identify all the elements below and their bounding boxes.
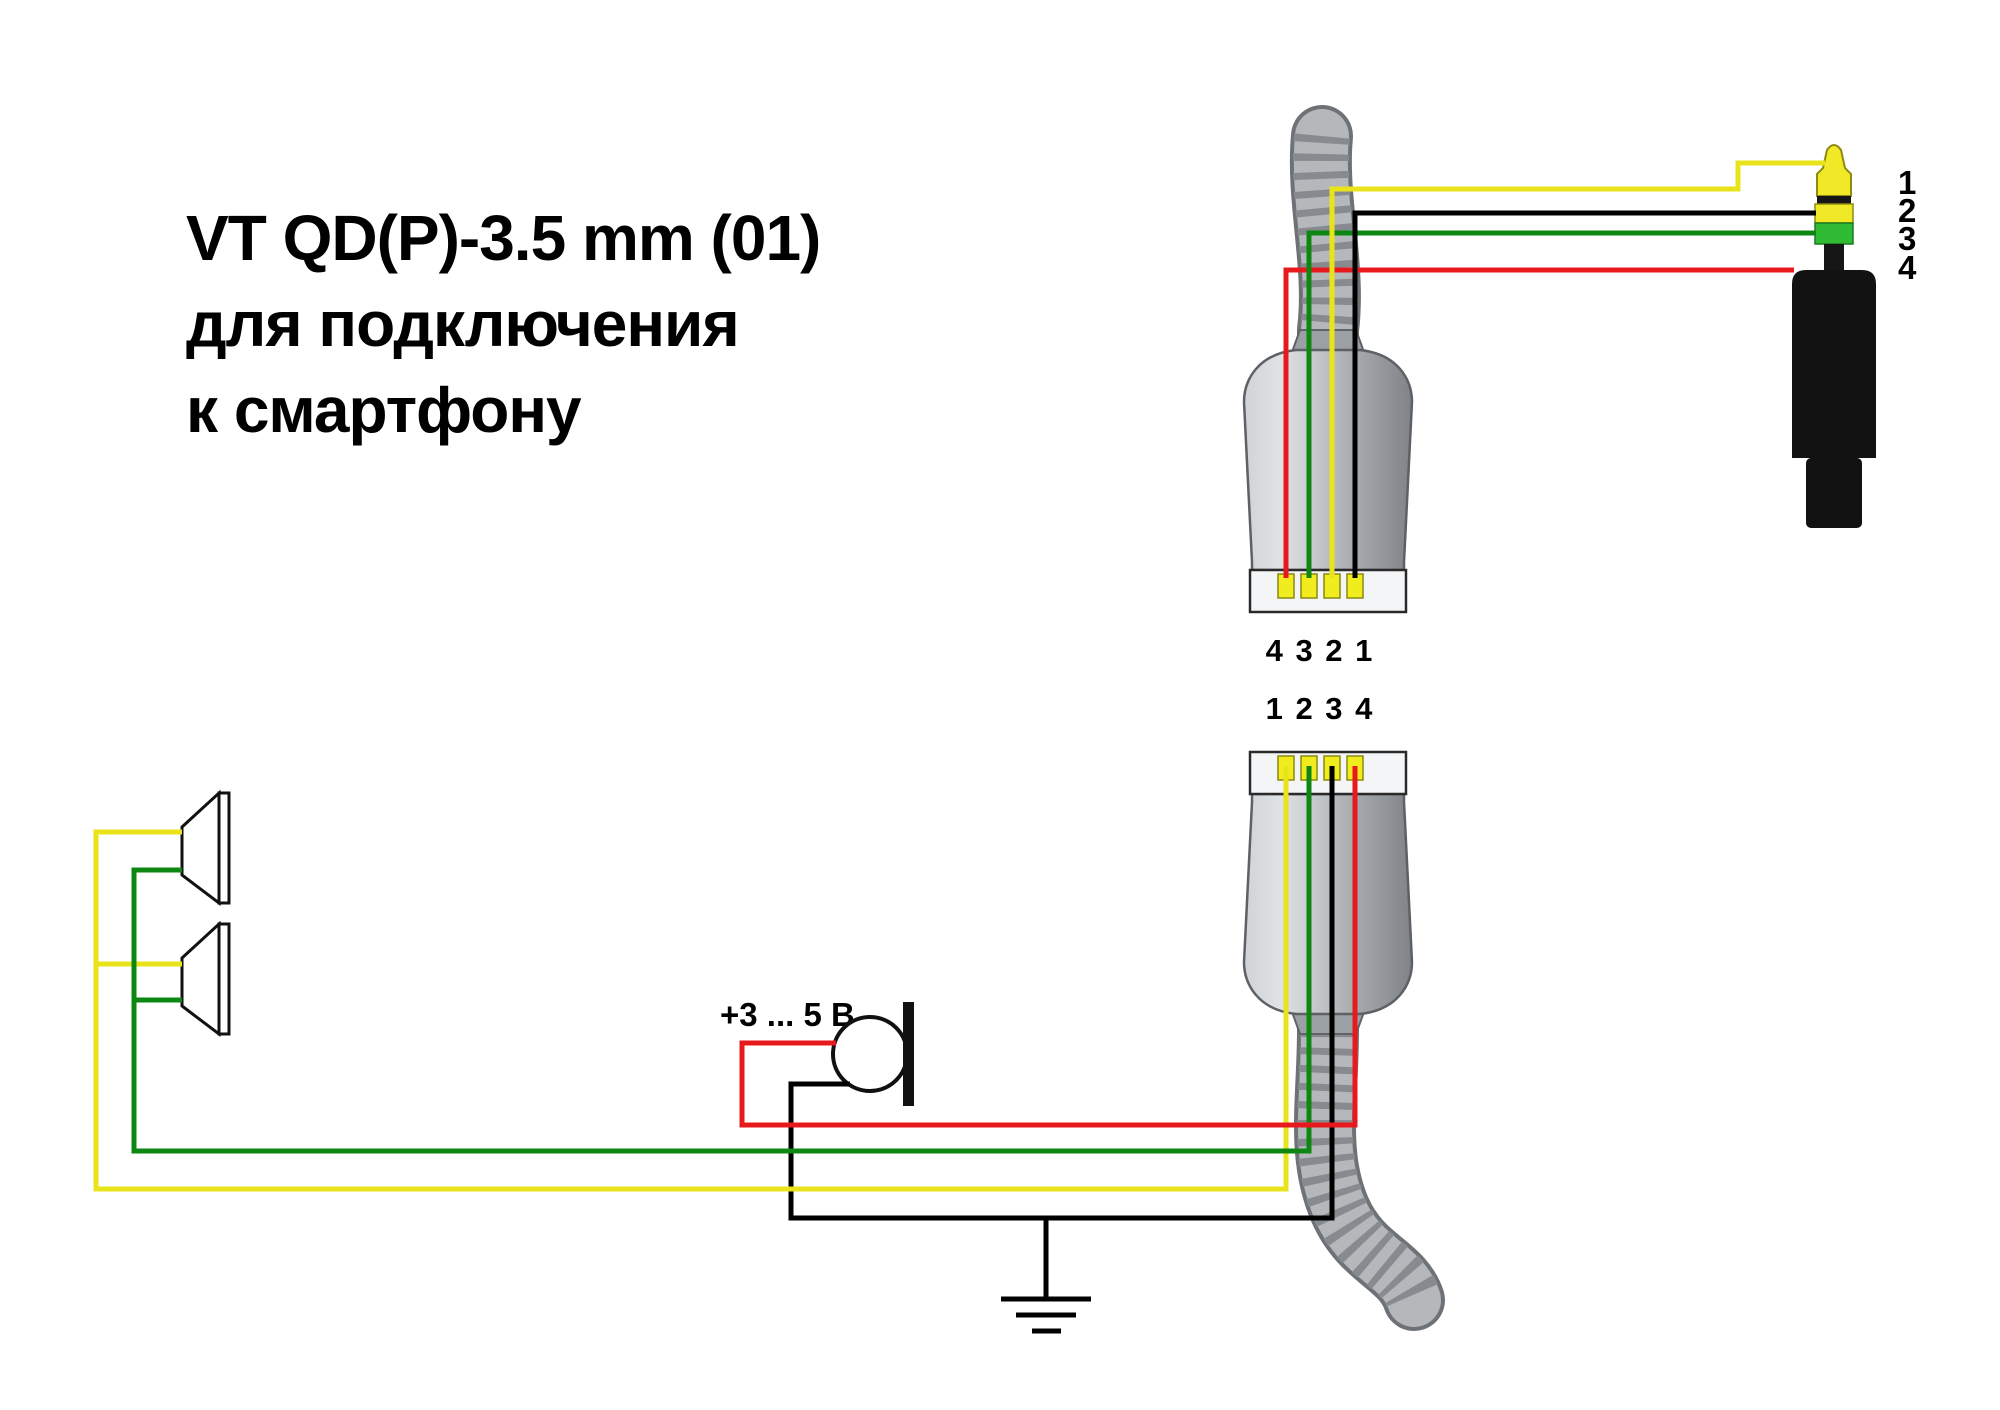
wire-bottom-yellow-speakers bbox=[93, 766, 1289, 1192]
speaker-top-baffle bbox=[217, 791, 231, 905]
jack-pin-label-4: 4 bbox=[1898, 249, 1917, 286]
wire-bottom-green-speakers bbox=[131, 766, 1312, 1154]
jack-neck bbox=[1824, 244, 1844, 272]
jack-tip-separator bbox=[1817, 196, 1851, 204]
wire-top-yellow-pin1 bbox=[1329, 160, 1825, 578]
wire-top-red-pin4 bbox=[1283, 267, 1794, 578]
title-line-2: для подключения bbox=[186, 287, 740, 360]
qd-plug-top-cable-ribs bbox=[1292, 133, 1358, 352]
jack-ring2-band bbox=[1814, 222, 1854, 245]
wire-top-black-pin2 bbox=[1352, 210, 1816, 578]
wire-top-green-pin3 bbox=[1306, 230, 1816, 578]
title-line-1: VT QD(P)-3.5 mm (01) bbox=[186, 202, 821, 274]
speaker-bottom-cone bbox=[180, 920, 221, 1038]
title-line-3: к смартфону bbox=[186, 373, 582, 446]
jack-tip bbox=[1816, 144, 1852, 197]
microphone-plate bbox=[903, 1002, 914, 1106]
jack-pin-label-2: 2 bbox=[1898, 192, 1916, 229]
microphone: +3 ... 5 В bbox=[720, 996, 914, 1106]
jack-sleeve bbox=[1792, 270, 1876, 458]
audio-jack-3-5mm: 1 2 3 4 bbox=[1792, 144, 1917, 528]
microphone-capsule bbox=[831, 1015, 909, 1093]
microphone-voltage-label: +3 ... 5 В bbox=[720, 996, 855, 1033]
speaker-top-cone bbox=[180, 789, 221, 907]
jack-pin-label-1: 1 bbox=[1898, 164, 1916, 201]
jack-ring1-band bbox=[1814, 203, 1854, 224]
jack-pin-label-3: 3 bbox=[1898, 220, 1916, 257]
speaker-bottom bbox=[180, 920, 231, 1038]
wires-top-section bbox=[1283, 160, 1825, 578]
qd-plug-bottom-contact-labels: 1 2 3 4 bbox=[1266, 691, 1375, 726]
qd-plug-bottom-body bbox=[1242, 792, 1414, 1016]
qd-plug-top-body bbox=[1242, 348, 1414, 572]
wire-bottom-black-ground bbox=[788, 766, 1335, 1221]
speaker-top bbox=[180, 789, 231, 907]
qd-plug-bottom-cable-ribs bbox=[1297, 1029, 1441, 1311]
diagram-title: VT QD(P)-3.5 mm (01) для подключения к с… bbox=[186, 196, 821, 453]
ground-symbol bbox=[1001, 1296, 1091, 1334]
qd-plug-top-contact-labels: 4 3 2 1 bbox=[1266, 633, 1375, 668]
wire-bottom-red-mic bbox=[739, 766, 1358, 1128]
speaker-bottom-baffle bbox=[217, 922, 231, 1036]
wires-bottom-section bbox=[93, 766, 1358, 1299]
qd-plug-top bbox=[1242, 105, 1414, 614]
jack-barrel bbox=[1806, 458, 1862, 528]
